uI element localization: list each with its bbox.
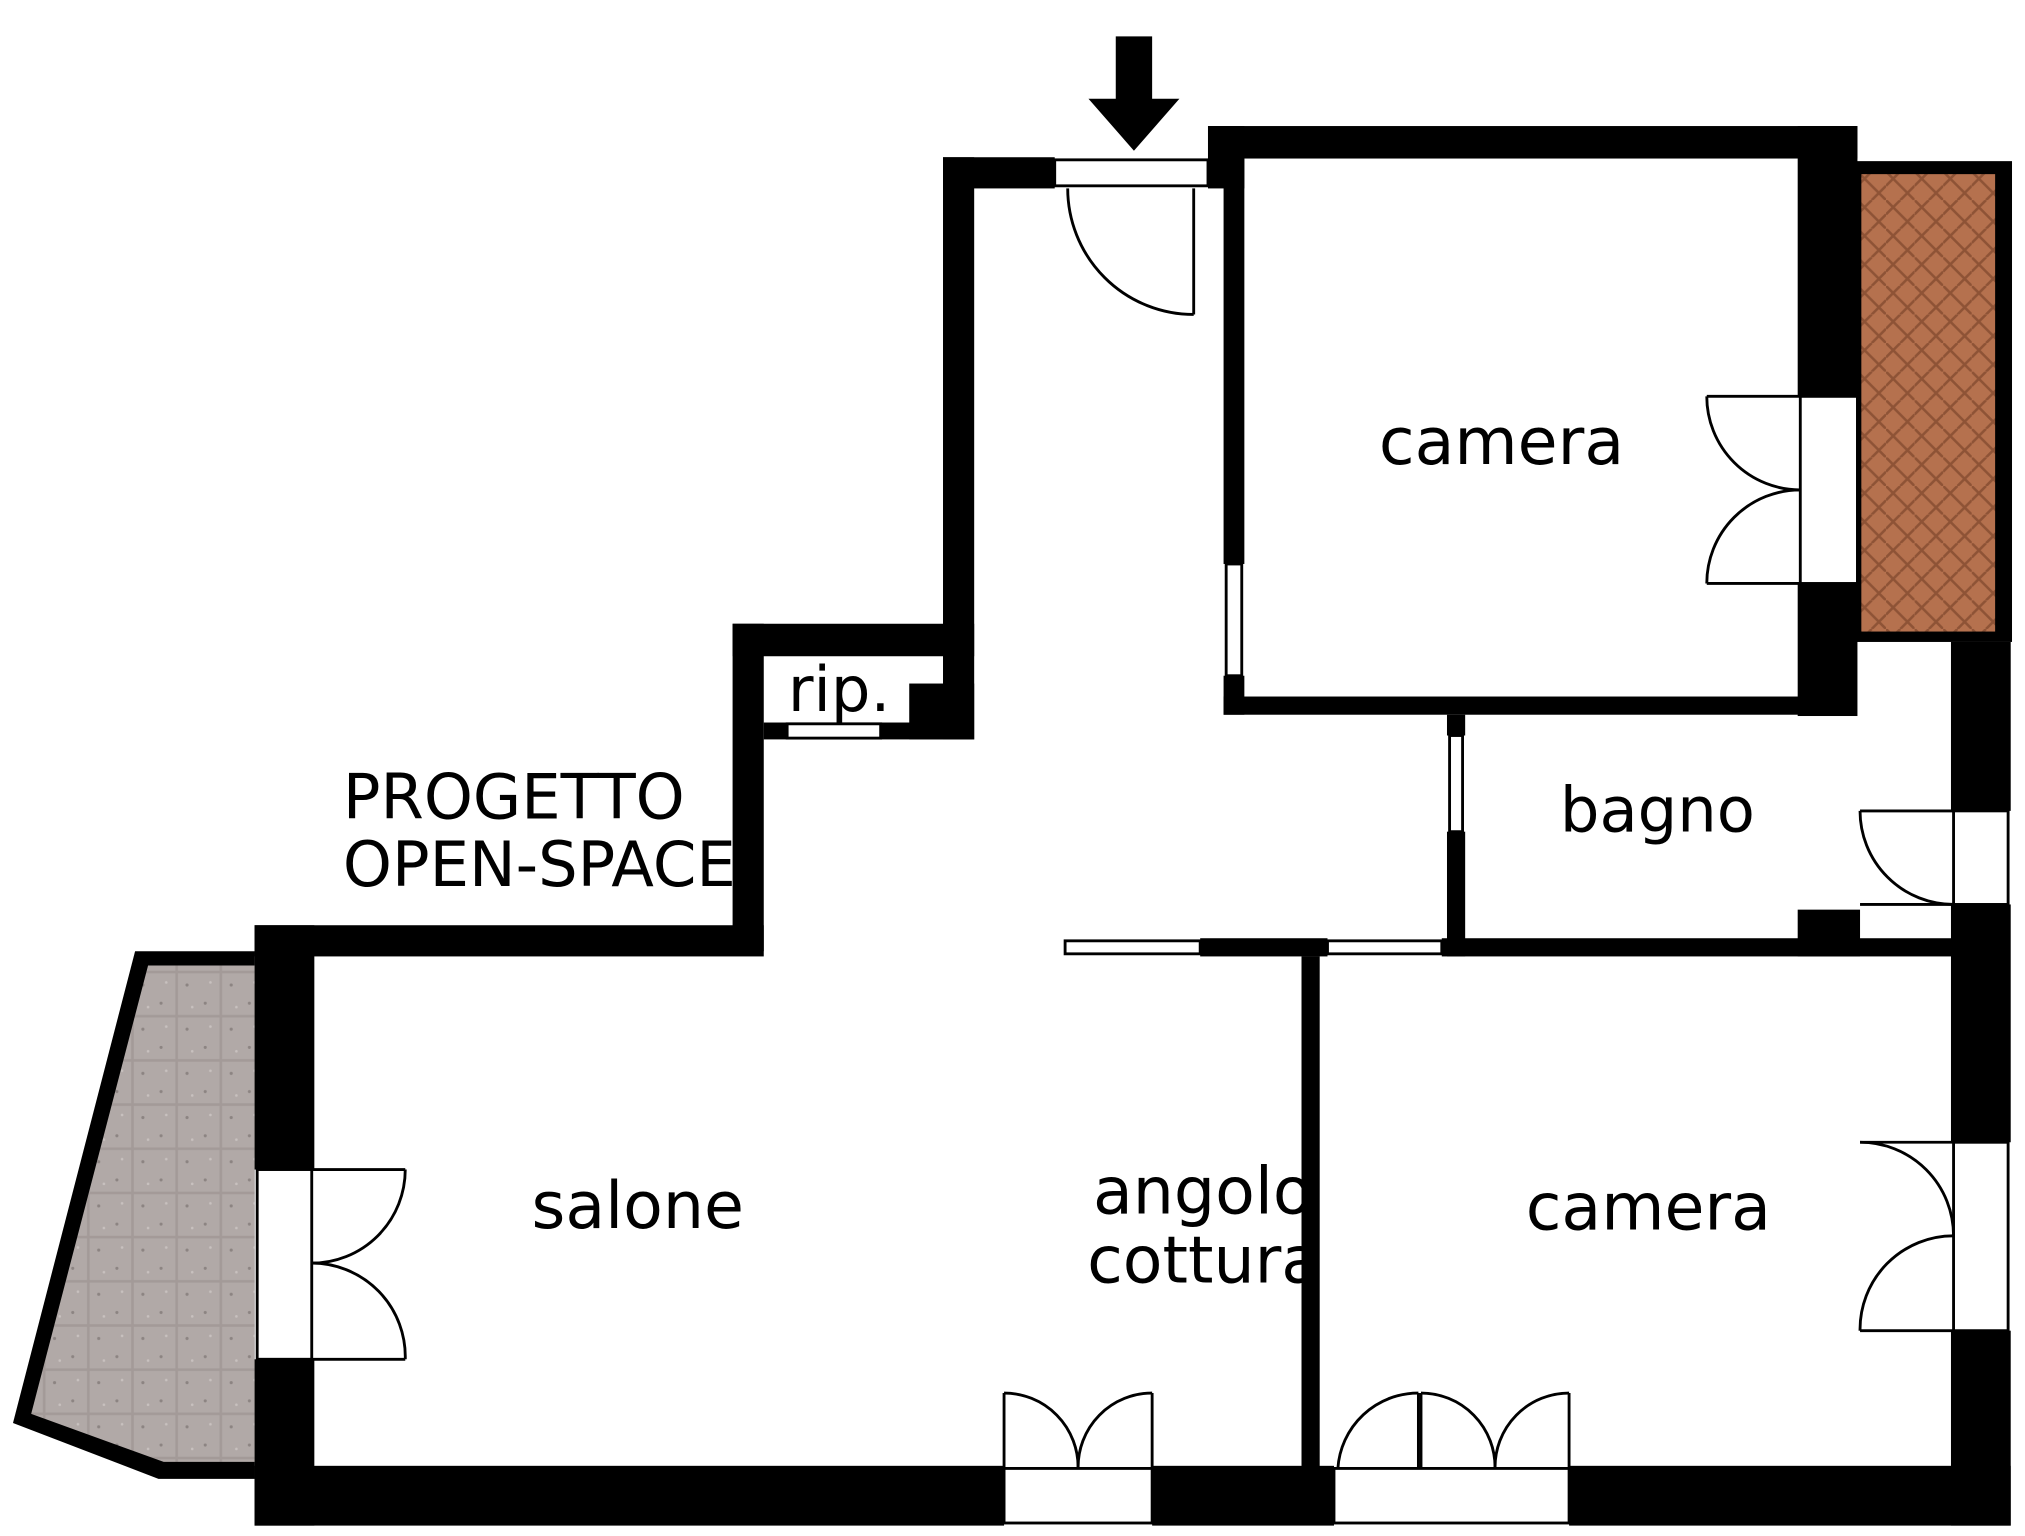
room-label-bagno: bagno xyxy=(1560,774,1755,847)
room-label-camera-bottom: camera xyxy=(1526,1170,1771,1245)
entrance-arrow-icon xyxy=(1088,36,1180,151)
room-label-salone: salone xyxy=(532,1169,745,1244)
door-swings xyxy=(311,188,1955,1469)
room-label-cottura: cottura xyxy=(1087,1224,1321,1299)
exterior-walls xyxy=(254,126,2011,1526)
balcony-left xyxy=(12,951,255,1479)
room-label-angolo: angolo xyxy=(1093,1155,1313,1230)
project-note-line2: OPEN-SPACE xyxy=(343,828,736,901)
openings xyxy=(255,158,2010,1525)
interior-walls xyxy=(1200,158,1954,1469)
room-label-camera-top: camera xyxy=(1379,405,1624,480)
project-note-line1: PROGETTO xyxy=(343,761,685,834)
room-label-rip: rip. xyxy=(788,653,890,726)
balcony-top-right xyxy=(1853,161,2013,642)
